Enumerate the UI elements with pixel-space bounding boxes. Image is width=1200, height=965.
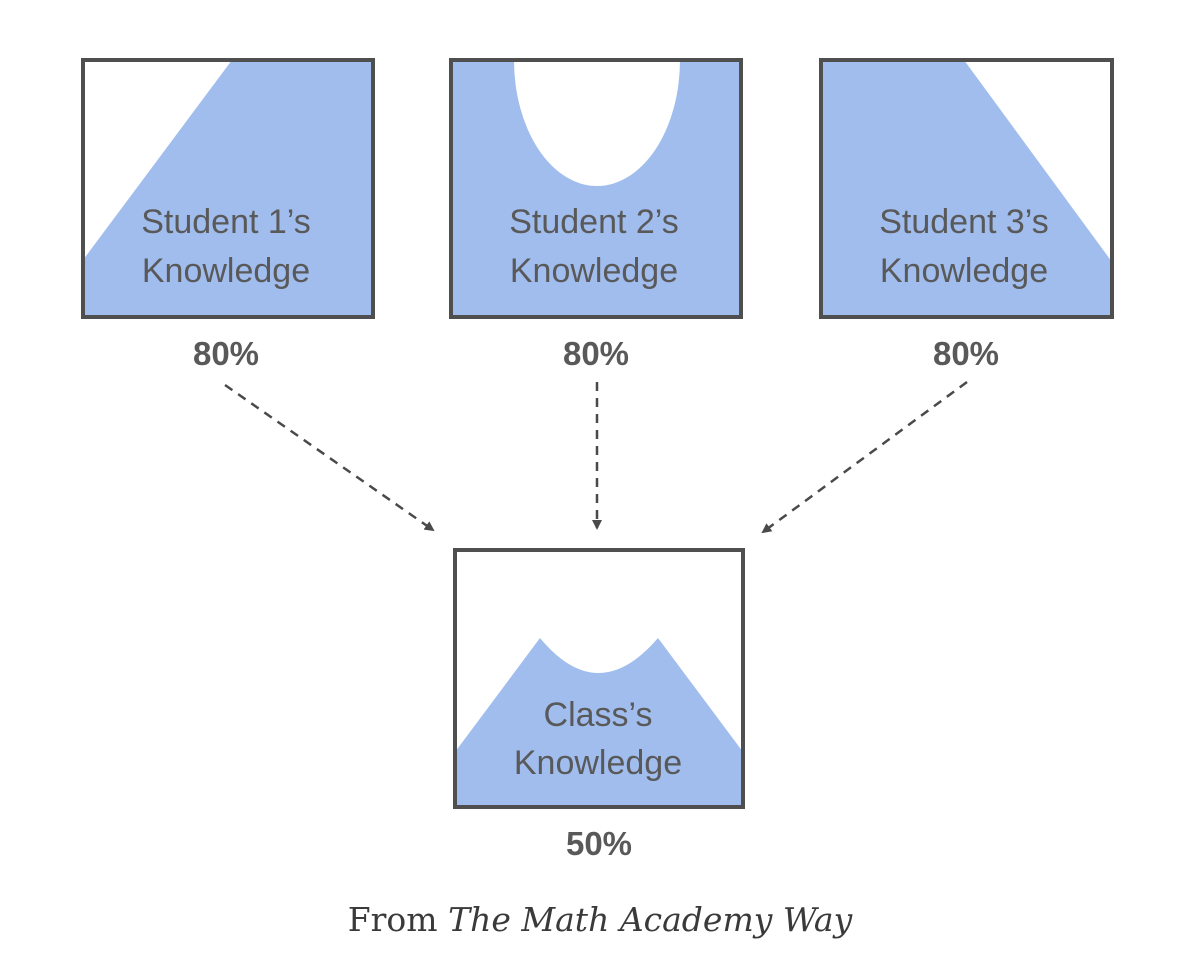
student-3-box: Student 3’s Knowledge [819, 58, 1114, 319]
student-3-knowledge-fill [821, 60, 1112, 317]
student-2-label-line2: Knowledge [510, 252, 678, 290]
class-label-line2: Knowledge [514, 744, 682, 782]
student-1-percent: 80% [193, 335, 259, 372]
student-1-knowledge-fill [83, 60, 373, 317]
student-1-label-line1: Student 1’s [141, 203, 311, 241]
source-caption: From The Math Academy Way [0, 900, 1200, 939]
student-2-percent: 80% [563, 335, 629, 372]
student-1-border [81, 58, 375, 319]
class-knowledge-fill [455, 638, 743, 807]
student-2-label-line1: Student 2’s [509, 203, 679, 241]
class-box: Class’s Knowledge [453, 548, 745, 809]
student-1-box: Student 1’s Knowledge [81, 58, 375, 319]
class-percent: 50% [566, 825, 632, 862]
student-2-box: Student 2’s Knowledge [449, 58, 743, 319]
student-1-label-line2: Knowledge [142, 252, 310, 290]
student-2-knowledge-fill [451, 60, 741, 317]
arrow-student-1-to-class [224, 383, 435, 532]
student-3-border [819, 58, 1114, 319]
student-3-label-line2: Knowledge [880, 252, 1048, 290]
student-3-label-line1: Student 3’s [879, 203, 1049, 241]
student-3-percent: 80% [933, 335, 999, 372]
arrow-student-3-to-class [761, 380, 968, 534]
class-border [453, 548, 745, 809]
caption-book-title: The Math Academy Way [448, 900, 853, 939]
student-2-border [449, 58, 743, 319]
class-label-line1: Class’s [544, 696, 653, 734]
caption-prefix: From [347, 900, 449, 939]
